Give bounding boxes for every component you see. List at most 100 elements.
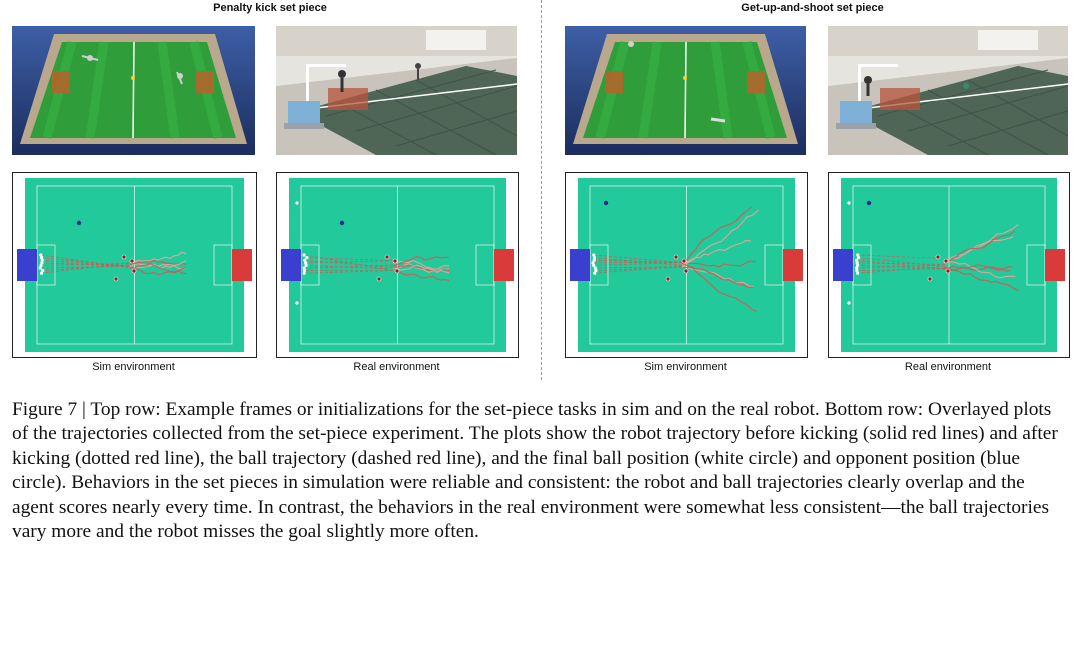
getup-sim-frame-image	[565, 26, 806, 155]
robot-start-position	[376, 276, 382, 282]
ball-trajectory	[856, 264, 943, 269]
ball-trajectory	[304, 265, 389, 270]
robot-start-position	[129, 258, 135, 264]
robot-start-position	[943, 258, 949, 264]
final-ball-position	[592, 256, 597, 260]
own-goal	[281, 249, 301, 281]
getup-sim-frame	[565, 26, 806, 155]
getup-real-field-plot	[828, 172, 1070, 358]
robot-trajectory	[943, 236, 1014, 264]
opponent-goal	[494, 249, 514, 281]
ball-trajectory	[856, 265, 945, 269]
final-ball-position	[39, 256, 44, 260]
penalty-sim-trajectories	[17, 178, 252, 352]
penalty-sim-field-plot	[12, 172, 257, 358]
final-ball-position	[593, 266, 597, 270]
final-ball-position	[856, 271, 860, 275]
own-goal	[17, 249, 37, 281]
robot-trajectory	[392, 255, 450, 267]
final-ball-position	[303, 258, 307, 262]
penalty-real-frame	[276, 26, 517, 155]
figure-caption-text: Figure 7 | Top row: Example frames or in…	[12, 399, 1058, 543]
final-ball-position	[591, 261, 595, 265]
ball-trajectory	[304, 257, 398, 262]
robot-start-position	[935, 254, 941, 260]
ball-trajectory	[304, 260, 391, 264]
final-ball-position	[593, 271, 597, 275]
penalty-sim-frame	[12, 26, 255, 155]
robot-start-position	[945, 268, 951, 274]
final-ball-position	[40, 261, 44, 265]
penalty-sim-label: Sim environment	[92, 361, 175, 373]
own-goal	[833, 249, 853, 281]
opponent-position	[339, 220, 345, 226]
ball-trajectory	[304, 254, 395, 272]
ball-trajectory	[304, 264, 396, 269]
final-ball-position	[305, 256, 309, 260]
own-goal	[570, 249, 590, 281]
opponent-goal	[783, 249, 803, 281]
opponent-position	[866, 200, 872, 206]
final-ball-position	[41, 269, 45, 273]
robot-trajectory	[129, 259, 187, 265]
robot-start-position	[665, 276, 671, 282]
penalty-sim-frame-image	[12, 26, 255, 155]
robot-trajectory	[943, 266, 1011, 272]
robot-trajectory	[129, 262, 187, 274]
robot-trajectory	[681, 262, 757, 313]
robot-trajectory	[681, 240, 752, 266]
ball-trajectory	[593, 261, 682, 264]
getup-sim-trajectories	[570, 178, 803, 352]
robot-start-position	[392, 258, 398, 264]
final-ball-position	[855, 263, 860, 267]
robot-start-position	[131, 268, 137, 274]
panel-divider	[541, 0, 542, 380]
final-ball-position	[39, 271, 44, 275]
robot-trajectory	[943, 230, 1016, 263]
final-ball-position	[855, 261, 859, 265]
robot-trajectory	[681, 206, 752, 264]
final-ball-position	[302, 271, 306, 275]
get-up-shoot-title: Get-up-and-shoot set piece	[741, 2, 884, 14]
getup-real-frame-image	[828, 26, 1068, 155]
final-ball-position	[847, 201, 851, 205]
ball-trajectory	[40, 262, 132, 274]
robot-trajectory	[943, 261, 1016, 279]
final-ball-position	[39, 253, 43, 257]
final-ball-position	[302, 253, 306, 257]
final-ball-position	[40, 258, 44, 262]
penalty-real-label: Real environment	[353, 361, 440, 373]
robot-trajectory	[129, 266, 187, 276]
opponent-goal	[1045, 249, 1065, 281]
robot-trajectory	[943, 266, 1019, 292]
final-ball-position	[592, 263, 596, 267]
robot-trajectory	[943, 224, 1019, 264]
final-ball-position	[592, 258, 596, 262]
robot-trajectory	[392, 264, 450, 271]
getup-real-trajectories	[833, 178, 1065, 352]
robot-start-position	[113, 276, 119, 282]
robot-trajectory	[392, 266, 450, 282]
final-ball-position	[302, 266, 306, 270]
final-ball-position	[855, 266, 859, 270]
getup-real-frame	[828, 26, 1068, 155]
final-ball-position	[592, 253, 596, 257]
ball-trajectory	[856, 254, 941, 259]
opponent-position	[603, 200, 609, 206]
final-ball-position	[304, 261, 308, 265]
penalty-real-frame-image	[276, 26, 517, 155]
robot-trajectory	[392, 259, 450, 274]
penalty-real-field-plot	[276, 172, 519, 358]
getup-sim-label: Sim environment	[644, 361, 727, 373]
robot-start-position	[394, 268, 400, 274]
ball-trajectory	[593, 259, 684, 263]
getup-sim-field-plot	[565, 172, 808, 358]
final-ball-position	[855, 258, 859, 262]
opponent-position	[76, 220, 82, 226]
robot-trajectory	[943, 264, 1013, 272]
robot-trajectory	[129, 251, 187, 264]
final-ball-position	[594, 269, 598, 273]
robot-trajectory	[681, 266, 754, 288]
final-ball-position	[39, 263, 43, 267]
ball-trajectory	[593, 254, 681, 263]
